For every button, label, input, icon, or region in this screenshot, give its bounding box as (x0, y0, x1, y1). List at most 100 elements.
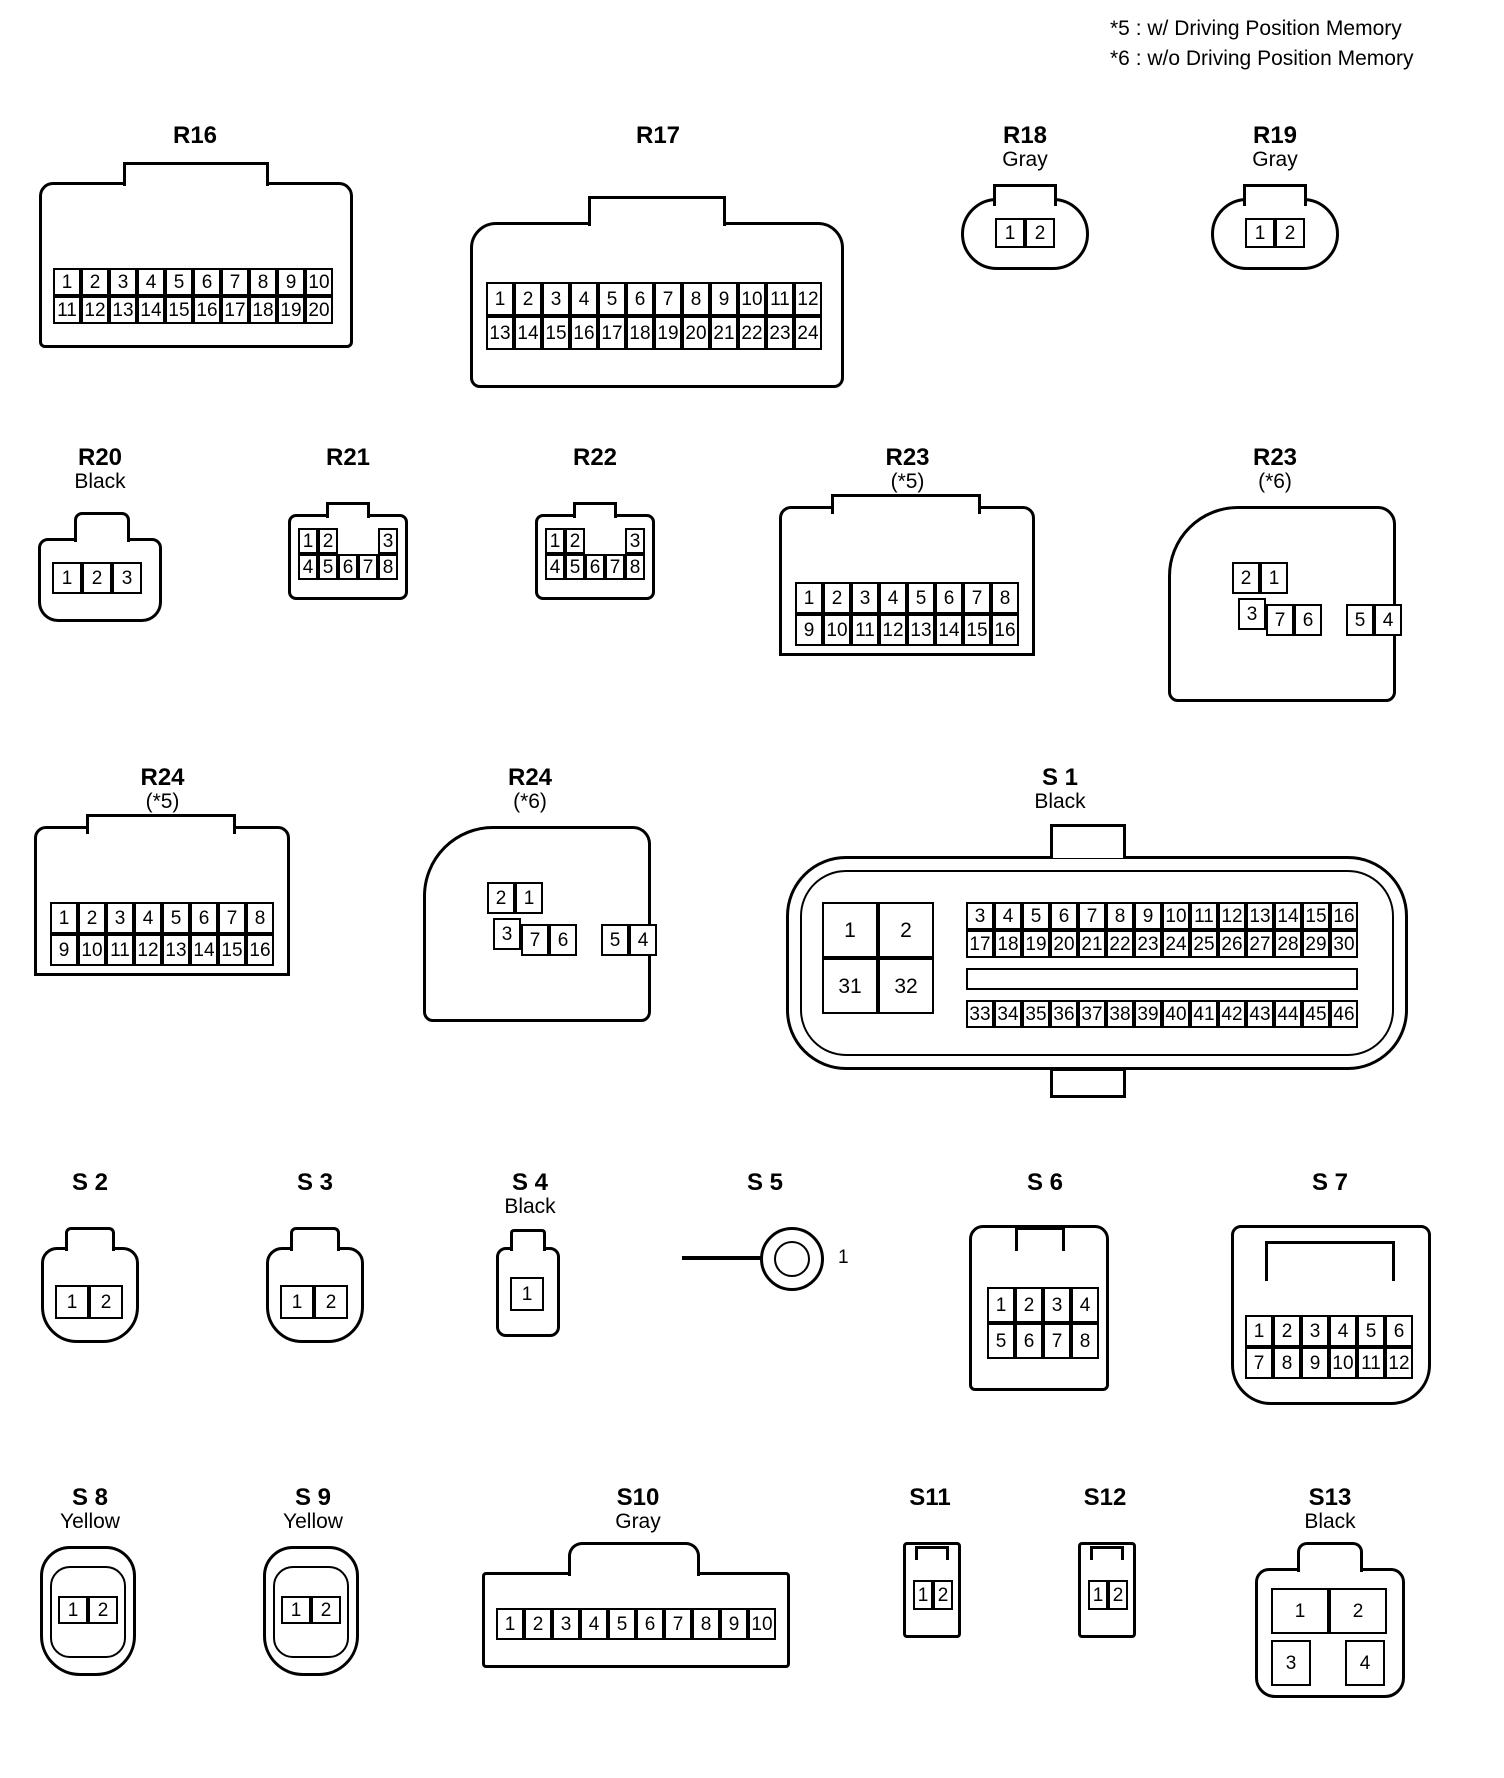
pin-cavity: 32 (878, 958, 934, 1014)
connector-code: S 4 (511, 1169, 549, 1196)
pin-cavity: 31 (822, 958, 878, 1014)
pin-cavity: 7 (358, 554, 378, 580)
pin-cavity: 3 (552, 1608, 580, 1640)
pin-cavity: 3 (493, 918, 521, 950)
pin-cavity: 3 (851, 582, 879, 614)
pin-cavity: 7 (664, 1608, 692, 1640)
retainer-strip (966, 968, 1358, 990)
pin-cavity: 9 (1134, 902, 1162, 930)
pin-cavity: 9 (710, 282, 738, 316)
pin-cavity: 20 (1050, 930, 1078, 958)
connector-latch (831, 494, 981, 514)
connector-variant: (*5) (890, 470, 925, 493)
connector-variant: (*5) (145, 790, 180, 813)
pin-cavity: 2 (89, 1285, 123, 1319)
pin-cavity: 4 (879, 582, 907, 614)
pin-cavity: 38 (1106, 1000, 1134, 1028)
connector-code: S 9 (294, 1484, 332, 1511)
pin-cavity: 5 (162, 902, 190, 934)
pin-cavity: 21 (1078, 930, 1106, 958)
pin-cavity: 7 (605, 554, 625, 580)
pin-cavity: 33 (966, 1000, 994, 1028)
connector-code: S10 (616, 1484, 660, 1511)
pin-cavity: 41 (1190, 1000, 1218, 1028)
pin-cavity: 8 (378, 554, 398, 580)
pin-cavity: 7 (654, 282, 682, 316)
pin-cavity: 16 (1330, 902, 1358, 930)
pin-cavity: 35 (1022, 1000, 1050, 1028)
pin-cavity: 11 (1190, 902, 1218, 930)
pin-cavity: 2 (1232, 562, 1260, 594)
pin-cavity: 12 (1218, 902, 1246, 930)
pin-cavity: 36 (1050, 1000, 1078, 1028)
connector-color: Yellow (283, 1510, 343, 1533)
pin-cavity: 3 (1301, 1315, 1329, 1347)
pin-cavity: 2 (823, 582, 851, 614)
pin-cavity: 34 (994, 1000, 1022, 1028)
pin-cavity: 4 (1071, 1287, 1099, 1323)
notes: *5 : w/ Driving Position Memory *6 : w/o… (1110, 14, 1413, 74)
note-text: w/ Driving Position Memory (1147, 17, 1402, 40)
pin-cavity: 17 (966, 930, 994, 958)
connector-color: Yellow (60, 1510, 120, 1533)
pin-cavity: 1 (1088, 1580, 1108, 1610)
connector-code: S 8 (71, 1484, 109, 1511)
pin-cavity: 6 (549, 924, 577, 956)
pin-cavity: 5 (598, 282, 626, 316)
connector-color: Black (74, 470, 126, 493)
connector-code: R18 (1002, 122, 1048, 149)
note-5: *5 : w/ Driving Position Memory (1110, 14, 1413, 44)
pin-cavity: 10 (1162, 902, 1190, 930)
pin-cavity: 4 (629, 924, 657, 956)
connector-color: Black (1304, 1510, 1356, 1533)
pin-cavity: 1 (545, 528, 565, 554)
connector-latch (588, 196, 726, 226)
pin-cavity: 18 (249, 296, 277, 324)
pin-cavity: 22 (738, 316, 766, 350)
connector-code: S 6 (1026, 1169, 1064, 1196)
pin-cavity: 17 (221, 296, 249, 324)
pin-cavity: 8 (682, 282, 710, 316)
ground-terminal (760, 1227, 824, 1291)
pin-cavity: 8 (1106, 902, 1134, 930)
pin-cavity: 9 (795, 614, 823, 646)
note-6: *6 : w/o Driving Position Memory (1110, 44, 1413, 74)
pin-cavity: 44 (1274, 1000, 1302, 1028)
pin-cavity: 37 (1078, 1000, 1106, 1028)
pin-cavity: 24 (794, 316, 822, 350)
pin-cavity: 4 (570, 282, 598, 316)
pin-cavity: 13 (486, 316, 514, 350)
pin-cavity: 15 (1302, 902, 1330, 930)
connector-color: Black (1034, 790, 1086, 813)
pin-cavity: 2 (487, 882, 515, 914)
ground-lead (682, 1256, 762, 1260)
pin-cavity: 3 (112, 562, 142, 594)
pin-cavity: 25 (1190, 930, 1218, 958)
pin-cavity: 2 (1273, 1315, 1301, 1347)
pin-cavity: 17 (598, 316, 626, 350)
pin-cavity: 1 (913, 1580, 933, 1610)
connector-code: R24 (140, 764, 185, 791)
pin-cavity: 11 (1357, 1347, 1385, 1379)
pin-cavity: 23 (1134, 930, 1162, 958)
connector-latch (290, 1227, 340, 1251)
pin-cavity: 4 (545, 554, 565, 580)
pin-cavity: 2 (311, 1596, 341, 1624)
pin-cavity: 1 (52, 562, 82, 594)
connector-code: S 7 (1311, 1169, 1349, 1196)
pin-cavity: 12 (879, 614, 907, 646)
pin-cavity: 46 (1330, 1000, 1358, 1028)
pin-cavity: 2 (1025, 218, 1055, 248)
pin-cavity: 3 (1043, 1287, 1071, 1323)
pin-cavity: 16 (991, 614, 1019, 646)
pin-cavity: 5 (1022, 902, 1050, 930)
pin-cavity: 12 (794, 282, 822, 316)
pin-cavity: 10 (1329, 1347, 1357, 1379)
connector-latch (65, 1227, 115, 1251)
